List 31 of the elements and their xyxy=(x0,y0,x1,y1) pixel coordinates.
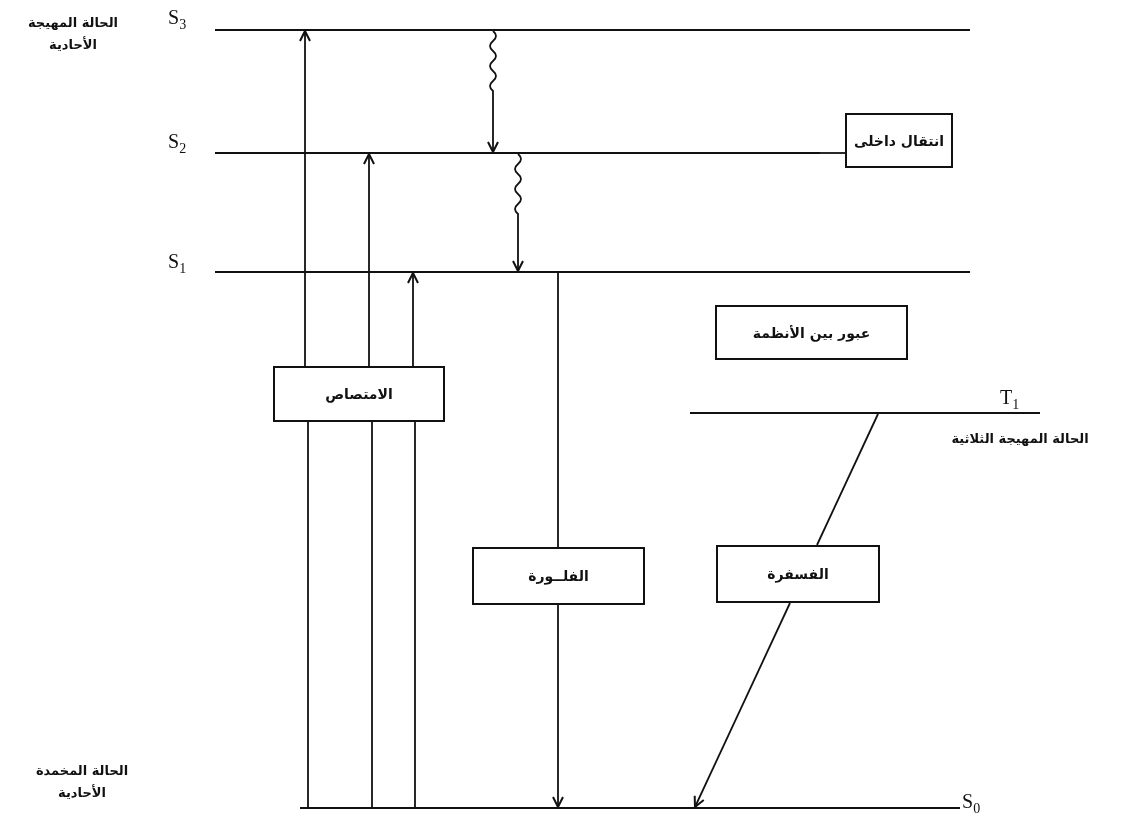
connector-line xyxy=(816,413,879,546)
energy-level-line xyxy=(690,412,1040,414)
connector-line xyxy=(371,421,373,808)
process-label-box: الفسفرة xyxy=(716,545,880,603)
connector-line xyxy=(414,421,416,808)
connector-line xyxy=(819,152,846,154)
arrow xyxy=(299,30,311,367)
state-label: الحالة المهيجة الثلاثية xyxy=(950,430,1090,448)
wavy-arrow xyxy=(487,30,499,153)
process-label-box: عبور بين الأنظمة xyxy=(715,305,908,360)
level-symbol: S$_{2}$ xyxy=(168,130,187,157)
energy-level-line xyxy=(215,29,970,31)
level-symbol: S$_{3}$ xyxy=(168,6,187,33)
process-label-box: الامتصاص xyxy=(273,366,445,422)
energy-level-line xyxy=(300,807,960,809)
level-symbol: T$_{1}$ xyxy=(1000,386,1020,413)
connector-line xyxy=(557,272,559,548)
energy-level-line xyxy=(215,152,820,154)
level-symbol: S$_{1}$ xyxy=(168,250,187,277)
level-symbol: S$_{0}$ xyxy=(962,790,981,817)
connector-line xyxy=(307,421,309,808)
process-label-box: انتقال داخلى xyxy=(845,113,953,168)
arrow xyxy=(407,272,419,367)
wavy-arrow xyxy=(512,153,524,272)
state-label: الحالة المخمدة الأحادية xyxy=(34,762,130,803)
arrow xyxy=(693,602,791,808)
process-label-box: الفلــورة xyxy=(472,547,645,605)
arrow xyxy=(363,153,375,367)
state-label: الحالة المهيجة الأحادية xyxy=(26,14,120,55)
energy-level-line xyxy=(215,271,970,273)
arrow xyxy=(552,604,564,808)
